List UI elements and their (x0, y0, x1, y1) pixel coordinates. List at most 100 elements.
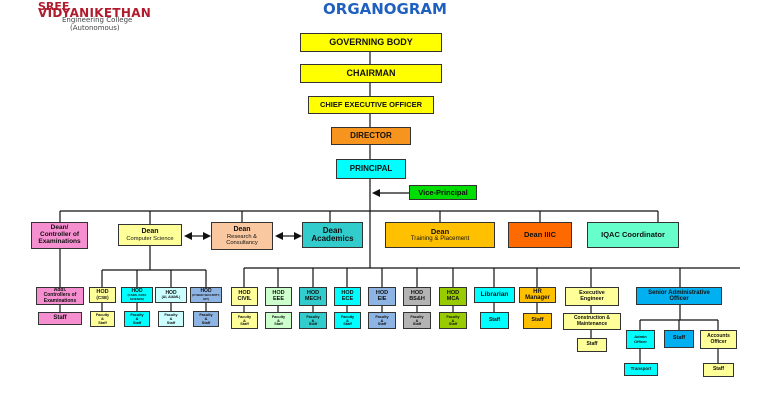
hod-ece-line1: HOD (341, 289, 354, 296)
dean-training-box: Dean Training & Placement (385, 222, 495, 248)
faculty-ai-line3: Staff (166, 320, 176, 325)
addl-controllers-line3: Examinations (43, 297, 77, 304)
faculty-ece-line2: & (346, 318, 349, 323)
accounts-officer-line1: Accounts (707, 333, 730, 340)
faculty-cse-line2: & (101, 317, 104, 321)
faculty-mech-line2: & (311, 318, 315, 323)
principal-label: PRINCIPAL (349, 163, 393, 173)
faculty-mca-line2: & (451, 318, 455, 323)
hr-manager-line1: HR (533, 288, 542, 295)
librarian-staff-label: Staff (488, 316, 501, 323)
dean-research-line1: Dean (233, 226, 251, 234)
principal-box: PRINCIPAL (336, 159, 406, 179)
faculty-eie-box: Faculty&Staff (368, 312, 396, 329)
hod-bsh-line2: BS&H (409, 295, 425, 302)
accounts-staff-label: Staff (712, 366, 725, 373)
director-box: DIRECTOR (331, 127, 411, 145)
hod-ai-line1: HOD (165, 289, 177, 296)
faculty-cyber-line1: Faculty (199, 313, 213, 318)
hod-bsh-line1: HOD (410, 289, 424, 296)
executive-engineer-line2: Engineer (580, 295, 604, 302)
hod-cse-box: HOD (CSE) (89, 287, 116, 303)
construction-staff-box: Staff (577, 338, 607, 352)
faculty-ai-line1: Faculty (164, 313, 178, 318)
faculty-cse-line1: Faculty (95, 313, 110, 318)
faculty-eee-line3: Staff (274, 322, 283, 327)
faculty-cyber-line2: & (204, 317, 208, 321)
faculty-ds-line3: Staff (132, 320, 142, 325)
faculty-bsh-line1: Faculty (410, 314, 424, 319)
logo-text-sree: SREE (38, 0, 70, 13)
faculty-eee-box: Faculty&Staff (265, 312, 292, 329)
dean-cs-line2: Computer Science (126, 235, 174, 242)
faculty-bsh-line2: & (415, 318, 419, 323)
faculty-ds-line2: & (135, 317, 139, 321)
executive-engineer-line1: Executive (579, 289, 605, 296)
faculty-eee-line1: Faculty (271, 314, 286, 319)
hod-mca-line2: MCA (446, 295, 460, 302)
faculty-mca-line1: Faculty (446, 314, 460, 319)
faculty-civil-line2: & (243, 318, 246, 323)
director-label: DIRECTOR (350, 130, 392, 140)
hod-civil-line1: HOD (238, 289, 251, 296)
librarian-label: Librarian (480, 290, 509, 298)
faculty-mech-line1: Faculty (306, 314, 320, 319)
dean-coe-line1: Dean/ (50, 224, 69, 232)
hod-eie-line2: EIE (377, 295, 387, 302)
faculty-cyber-box: Faculty&Staff (193, 311, 219, 327)
hod-eee-line1: HOD (272, 289, 285, 296)
faculty-eie-line2: & (380, 318, 384, 323)
ceo-label: CHIEF EXECUTIVE OFFICER (319, 100, 423, 110)
faculty-mech-box: Faculty&Staff (299, 312, 327, 329)
faculty-eie-line1: Faculty (375, 314, 389, 319)
dean-research-line3: Consultancy (226, 239, 258, 246)
accounts-officer-line2: Officer (710, 338, 727, 345)
hod-cyber-line1: HOD (200, 288, 212, 295)
faculty-ece-line3: Staff (343, 322, 352, 327)
dean-training-line1: Dean (430, 226, 450, 236)
faculty-ai-line2: & (169, 317, 173, 321)
faculty-eee-line2: & (277, 318, 280, 323)
faculty-bsh-line3: Staff (412, 322, 422, 327)
hod-cse-line1: HOD (96, 288, 109, 295)
senior-admin-officer-line1: Senior Administrative (648, 289, 710, 296)
dean-coe-line2: Controller of (40, 231, 79, 239)
addl-controllers-line2: Controllers of (43, 292, 77, 299)
logo-text-name: VIDYANIKETHAN (38, 6, 152, 20)
faculty-ai-box: Faculty&Staff (158, 311, 184, 327)
hr-staff-box: Staff (523, 313, 552, 329)
hod-cse-line2: (CSE) (96, 294, 109, 300)
admin-officer-line2: Officer (634, 338, 647, 344)
page-title: ORGANOGRAM (323, 0, 447, 18)
logo-text-autonomous: (Autonomous) (70, 24, 120, 32)
faculty-ds-line1: Faculty (130, 313, 144, 318)
faculty-ece-line1: Faculty (340, 314, 355, 319)
chairman-box: CHAIRMAN (300, 64, 442, 83)
faculty-mca-line3: Staff (448, 322, 458, 327)
faculty-cyber-line3: Staff (201, 320, 211, 325)
vice-principal-box: Vice-Principal (409, 185, 477, 200)
dean-academics-box: Dean Academics (302, 222, 363, 248)
logo-text-college: Engineering College (62, 16, 133, 24)
hod-mech-line1: HOD (306, 289, 320, 296)
hod-ds-line2: (CSBS, DATA SCIENCE) (127, 293, 147, 301)
hod-ds-box: HOD (CSBS, DATA SCIENCE) (121, 287, 153, 303)
faculty-civil-box: Faculty&Staff (231, 312, 258, 329)
hod-cyber-line2: (CYBER SECURITY, IOT) (192, 293, 221, 301)
hr-manager-line2: Manager (525, 295, 550, 301)
faculty-ds-box: Faculty&Staff (124, 311, 150, 327)
dean-coe-line3: Examinations (38, 237, 81, 245)
governing-body-label: GOVERNING BODY (329, 36, 413, 47)
faculty-ece-box: Faculty&Staff (334, 312, 361, 329)
iqac-coordinator-label: IQAC Coordinator (601, 230, 665, 240)
faculty-cse-box: Faculty&Staff (90, 311, 115, 327)
ceo-box: CHIEF EXECUTIVE OFFICER (308, 96, 434, 114)
